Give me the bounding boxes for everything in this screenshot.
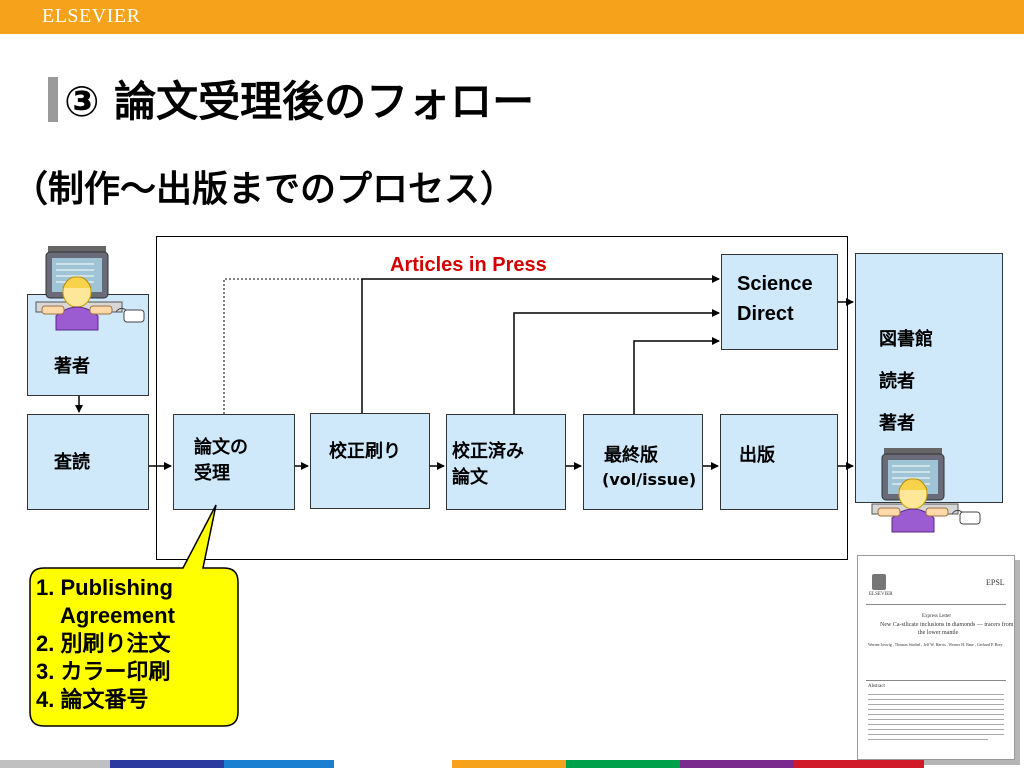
paper-thumbnail: ELSEVIER EPSL Express Letter New Ca-sili…: [857, 555, 1015, 760]
page-title: ③ 論文受理後のフォロー: [64, 77, 535, 126]
audience-author: 著者: [879, 413, 915, 434]
review-label: 査読: [54, 452, 90, 473]
step-corrected-line1: 校正済み: [452, 441, 524, 462]
bottom-color-strip: [0, 760, 1024, 768]
arrow-proof-sd: [361, 275, 720, 413]
step-acceptance-line1: 論文の: [194, 437, 248, 458]
header-bar: ELSEVIER: [0, 0, 1024, 34]
paper-authors: Werner Joswig , Thomas Stachel , Jeff W.…: [868, 642, 1003, 647]
page-subtitle: （制作～出版までのプロセス）: [12, 169, 517, 210]
callout-list: 1. Publishing Agreement 2. 別刷り注文 3. カラー印…: [36, 574, 175, 714]
author-computer-icon: [35, 246, 145, 331]
step-final-line2: (vol/issue): [602, 470, 697, 489]
step-final-box: 最終版 (vol/issue): [583, 414, 703, 510]
title-marker: [48, 77, 58, 122]
articles-in-press-label: Articles in Press: [390, 254, 547, 276]
step-acceptance-line2: 受理: [194, 463, 230, 484]
step-publish-box: 出版: [720, 414, 838, 510]
audience-library: 図書館: [879, 329, 933, 350]
paper-title-line2: the lower mantle: [918, 630, 959, 636]
paper-journal: EPSL: [986, 578, 1005, 587]
audience-reader: 読者: [879, 371, 915, 392]
step-proof-box: 校正刷り: [310, 413, 430, 509]
step-publish-label: 出版: [739, 445, 775, 466]
paper-type: Express Letter: [922, 614, 952, 619]
science-direct-line2: Direct: [737, 303, 794, 325]
step-corrected-box: 校正済み 論文: [446, 414, 566, 510]
publisher-logo: ELSEVIER: [42, 5, 141, 27]
paper-abstract-heading: Abstract: [868, 684, 885, 689]
callout-item: 1. Publishing: [36, 575, 173, 600]
paper-title-line1: New Ca-silicate inclusions in diamonds —…: [880, 622, 1014, 628]
step-corrected-line2: 論文: [452, 467, 488, 488]
reader-computer-icon: [871, 448, 981, 533]
callout-item: 3. カラー印刷: [36, 659, 171, 684]
step-acceptance-box: 論文の 受理: [173, 414, 295, 510]
arrow-final-sd: [633, 337, 720, 414]
paper-publisher: ELSEVIER: [869, 592, 893, 597]
science-direct-line1: Science: [737, 273, 813, 295]
callout-item: 2. 別刷り注文: [36, 631, 171, 656]
callout-item: 4. 論文番号: [36, 687, 149, 712]
arrow-corrected-sd: [513, 309, 720, 414]
publisher-tree-logo: [872, 574, 886, 590]
review-box: 査読: [27, 414, 149, 510]
author-label: 著者: [54, 356, 90, 377]
science-direct-box: Science Direct: [721, 254, 838, 350]
callout-item-continuation: Agreement: [60, 603, 175, 628]
step-final-line1: 最終版: [604, 445, 658, 466]
step-proof-label: 校正刷り: [329, 441, 401, 462]
